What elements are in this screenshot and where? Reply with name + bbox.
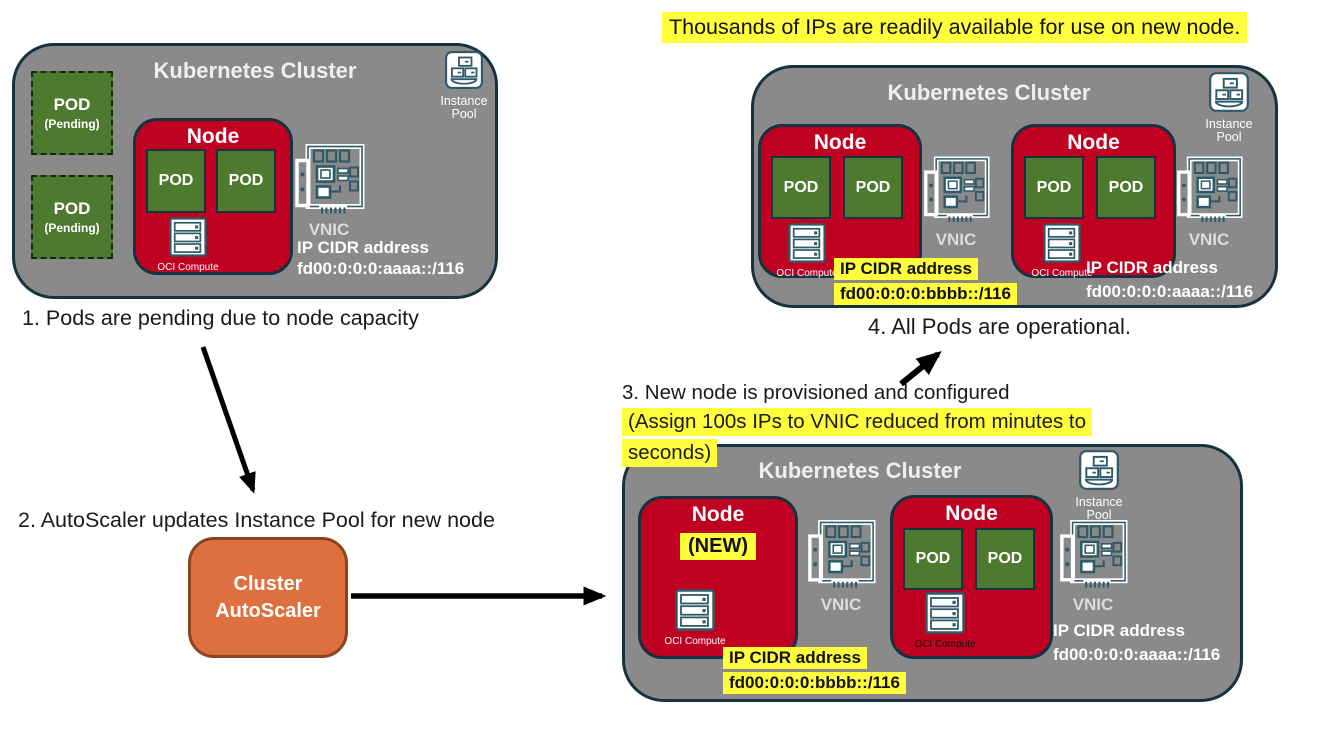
- node-title: Node: [945, 502, 998, 525]
- ip-cidr-value-bbbb: fd00:0:0:0:bbbb::/116: [723, 672, 906, 694]
- vnic-label: VNIC: [820, 595, 862, 614]
- step-3-line-1: 3. New node is provisioned and configure…: [622, 381, 1010, 404]
- ip-cidr-highlight-bbbb: IP CIDR address fd00:0:0:0:bbbb::/116: [723, 647, 906, 697]
- pod-label: POD: [158, 172, 194, 189]
- pod-1: POD: [146, 149, 206, 213]
- node-title: Node: [1067, 131, 1120, 154]
- cluster-3-node-new: Node (NEW) OCI Compute: [638, 496, 798, 659]
- oci-compute: OCI Compute: [1024, 223, 1100, 279]
- instance-pool: Instance Pool: [1066, 449, 1132, 522]
- oci-compute-icon: [1043, 223, 1081, 263]
- node-title: Node: [813, 131, 867, 154]
- oci-compute-label: OCI Compute: [914, 639, 976, 650]
- vnic-label: VNIC: [1072, 595, 1114, 614]
- oci-compute-icon: [788, 223, 826, 263]
- oci-compute: OCI Compute: [150, 217, 226, 273]
- cluster-4: Kubernetes Cluster Instance Pool Node PO…: [751, 65, 1278, 308]
- pod-2: POD: [975, 528, 1035, 590]
- vnic-icon: [806, 519, 876, 592]
- ip-cidr-heading: IP CIDR address: [297, 238, 429, 257]
- ip-cidr-value-aaaa: fd00:0:0:0:aaaa::/116: [1053, 645, 1221, 664]
- ip-cidr-heading: IP CIDR address: [834, 258, 978, 280]
- autoscaler-label-line2: AutoScaler: [215, 599, 321, 622]
- pod-label: POD: [1108, 178, 1144, 196]
- cluster-3-title: Kubernetes Cluster: [758, 458, 962, 483]
- oci-compute-label: OCI Compute: [776, 268, 838, 279]
- instance-pool-label: Instance Pool: [1205, 117, 1253, 145]
- oci-compute-icon: [169, 217, 207, 257]
- step-3-line-3: seconds): [622, 439, 718, 467]
- instance-pool: Instance Pool: [431, 50, 497, 121]
- node-title: Node: [186, 125, 240, 148]
- instance-pool-label: Instance Pool: [1075, 495, 1123, 523]
- cluster-4-node-1: Node POD POD OCI Compute: [758, 124, 922, 279]
- cluster-1-title: Kubernetes Cluster: [153, 58, 357, 83]
- instance-pool-icon: [1208, 71, 1250, 113]
- instance-pool-label: Instance Pool: [440, 94, 488, 122]
- cluster-1: Kubernetes Cluster Instance Pool POD (Pe…: [12, 43, 498, 299]
- pod-pending-label: (Pending): [44, 117, 100, 131]
- oci-compute-label: OCI Compute: [1031, 268, 1093, 279]
- ip-cidr-heading: IP CIDR address: [1053, 621, 1185, 640]
- pod-1: POD: [771, 156, 831, 219]
- instance-pool-icon: [444, 50, 484, 90]
- step-3-caption: 3. New node is provisioned and configure…: [622, 381, 1093, 470]
- vnic-label: VNIC: [1188, 230, 1230, 249]
- pod-label: POD: [53, 199, 91, 218]
- pod-label: POD: [53, 95, 91, 114]
- ip-cidr-value-aaaa: fd00:0:0:0:aaaa::/116: [1086, 282, 1254, 301]
- cluster-4-node-2: Node POD POD OCI Compute: [1011, 124, 1176, 279]
- pod-pending-2: POD (Pending): [31, 175, 113, 259]
- pod-label: POD: [783, 178, 819, 196]
- ip-cidr-value-aaaa: fd00:0:0:0:aaaa::/116: [297, 259, 465, 278]
- cluster-3-node-2: Node POD POD OCI Compute: [890, 495, 1053, 659]
- vnic-icon: [922, 155, 990, 227]
- pod-label: POD: [855, 178, 891, 196]
- instance-pool: Instance Pool: [1196, 71, 1262, 144]
- node-new-badge: (NEW): [680, 533, 756, 560]
- node-title: Node: [691, 503, 745, 526]
- pod-label: POD: [1036, 178, 1072, 196]
- pod-label: POD: [228, 172, 264, 189]
- cluster-1-node: Node POD POD OCI Compute: [133, 118, 293, 275]
- ip-cidr-value-bbbb: fd00:0:0:0:bbbb::/116: [834, 283, 1017, 305]
- pod-1: POD: [1024, 156, 1084, 219]
- pod-2: POD: [1096, 156, 1156, 219]
- ip-cidr-highlight-bbbb: IP CIDR address fd00:0:0:0:bbbb::/116: [834, 258, 1017, 308]
- step-1-caption: 1. Pods are pending due to node capacity: [22, 306, 419, 330]
- pod-2: POD: [216, 149, 276, 213]
- cluster-4-title: Kubernetes Cluster: [887, 80, 1091, 105]
- step-2-caption: 2. AutoScaler updates Instance Pool for …: [18, 508, 495, 532]
- arrow-step3-to-step4: [899, 350, 942, 387]
- vnic-label: VNIC: [935, 230, 977, 249]
- step-4-caption: 4. All Pods are operational.: [868, 314, 1131, 339]
- vnic-icon: [1175, 155, 1243, 227]
- vnic-label: VNIC: [308, 220, 350, 239]
- oci-compute-label: OCI Compute: [664, 636, 726, 647]
- oci-compute: OCI Compute: [657, 589, 733, 647]
- pod-label: POD: [987, 550, 1023, 567]
- pod-pending-label: (Pending): [44, 221, 100, 235]
- ip-cidr-heading: IP CIDR address: [1086, 258, 1218, 277]
- oci-compute-icon: [675, 589, 715, 631]
- oci-compute-label: OCI Compute: [157, 262, 219, 273]
- cluster-autoscaler-box: Cluster AutoScaler: [188, 537, 348, 658]
- oci-compute: OCI Compute: [907, 592, 983, 650]
- pod-2: POD: [843, 156, 903, 219]
- step-3-line-2: (Assign 100s IPs to VNIC reduced from mi…: [622, 408, 1093, 436]
- vnic-icon: [293, 143, 365, 218]
- oci-compute: OCI Compute: [769, 223, 845, 279]
- pod-pending-1: POD (Pending): [31, 71, 113, 155]
- oci-compute-icon: [925, 592, 965, 634]
- banner-ips-available: Thousands of IPs are readily available f…: [662, 12, 1248, 43]
- cluster-3: Kubernetes Cluster Instance Pool Node (N…: [622, 444, 1243, 702]
- pod-1: POD: [903, 528, 963, 590]
- pod-label: POD: [915, 550, 951, 567]
- arrow-step1-to-step2: [200, 346, 256, 494]
- ip-cidr-heading: IP CIDR address: [723, 647, 867, 669]
- vnic-icon: [1058, 519, 1128, 592]
- autoscaler-label-line1: Cluster: [233, 572, 303, 595]
